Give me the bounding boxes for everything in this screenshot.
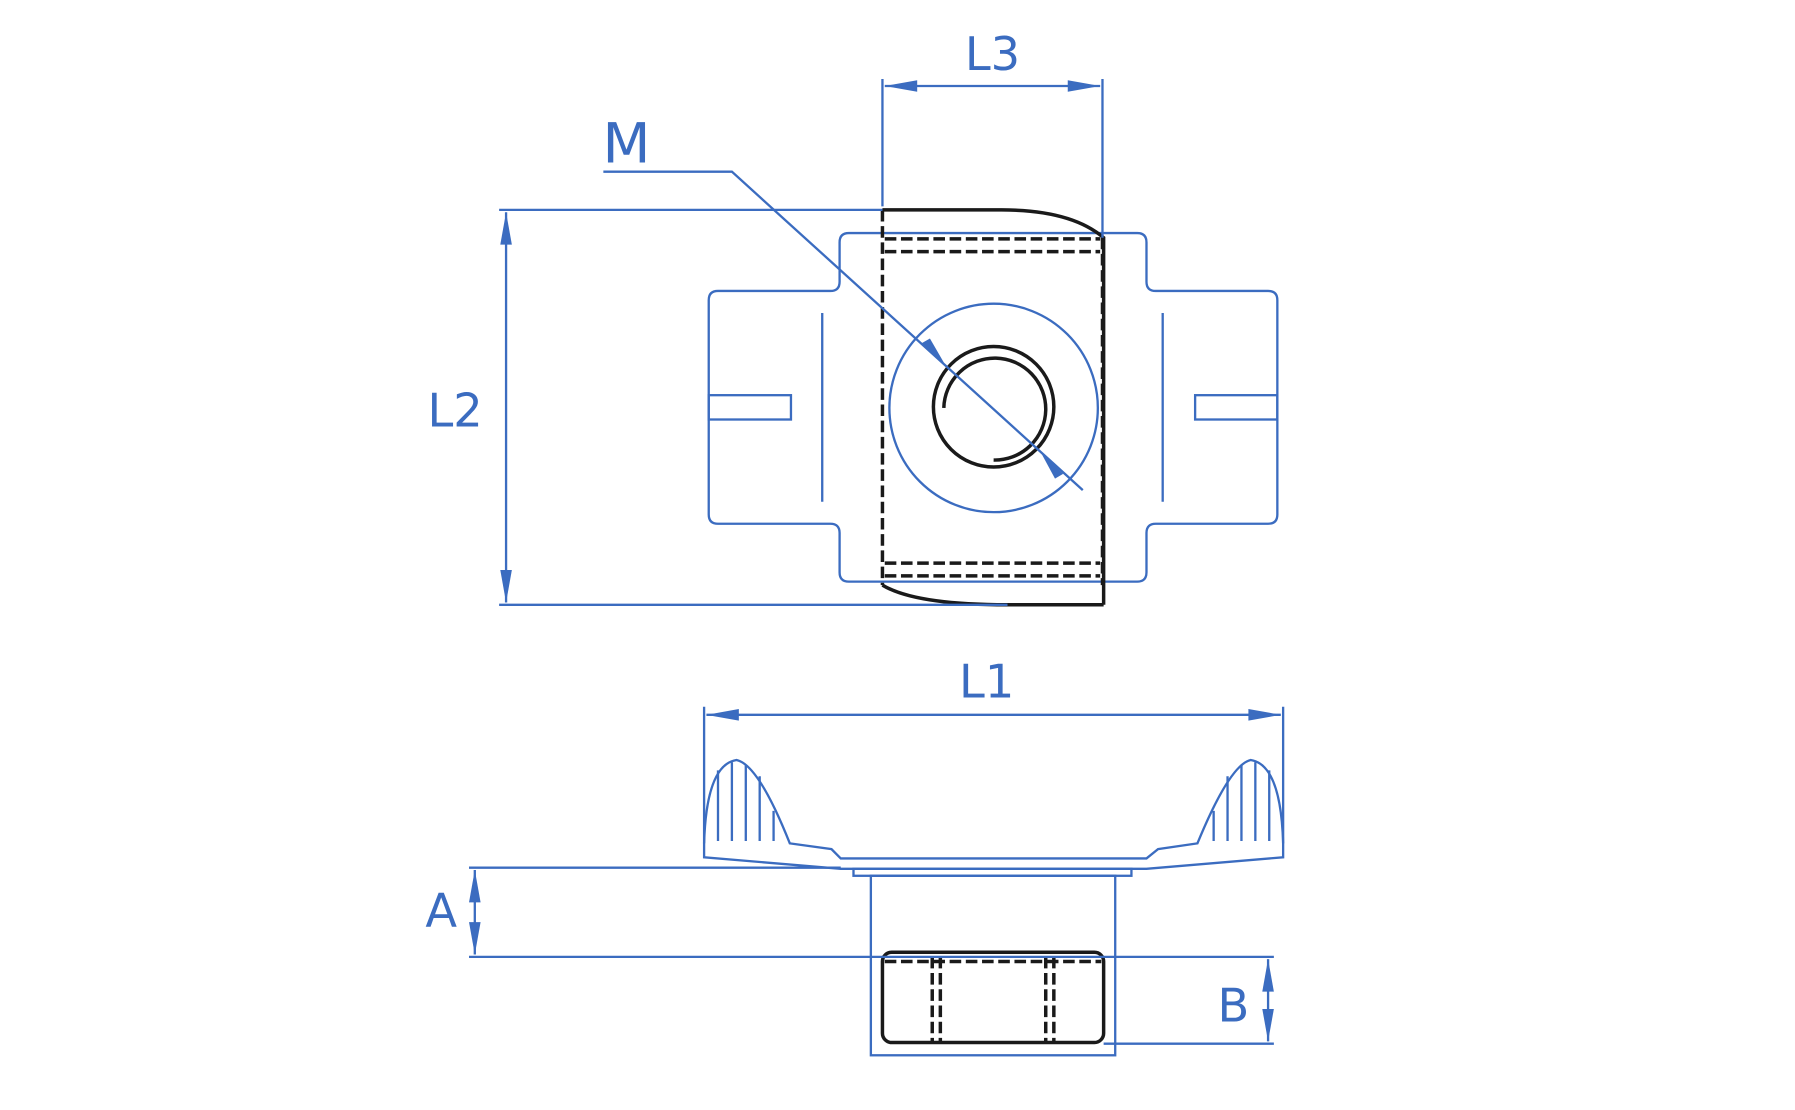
wing-plate-outline — [707, 231, 1279, 583]
thread-hole — [931, 344, 1056, 469]
dimension-L2: L2 — [427, 208, 1008, 606]
wing-ridges — [716, 762, 1271, 842]
label-L2: L2 — [427, 383, 482, 437]
dimension-M: M — [603, 111, 1084, 492]
side-view — [702, 758, 1285, 1057]
top-view — [707, 208, 1279, 607]
left-slot — [707, 394, 793, 421]
label-M: M — [603, 111, 651, 176]
shank-outline — [869, 874, 1117, 1057]
label-L1: L1 — [959, 654, 1014, 708]
nut-profile — [880, 950, 1106, 1045]
right-slot — [1193, 394, 1279, 421]
label-L3: L3 — [965, 27, 1020, 81]
label-A: A — [425, 884, 457, 938]
dimension-B: B — [1103, 959, 1274, 1045]
dimension-L1: L1 — [702, 654, 1285, 844]
dimension-A: A — [425, 866, 1274, 959]
nut-grooves — [930, 956, 1056, 1043]
nut-body-top — [882, 208, 1106, 605]
dimension-L3: L3 — [881, 27, 1104, 238]
label-B: B — [1217, 979, 1249, 1033]
wing-profile — [702, 758, 1285, 870]
washer-circle — [888, 302, 1100, 514]
nut-body-bottom — [881, 583, 1104, 607]
knurl-bottom — [884, 561, 1101, 578]
knurl-top — [884, 237, 1101, 254]
